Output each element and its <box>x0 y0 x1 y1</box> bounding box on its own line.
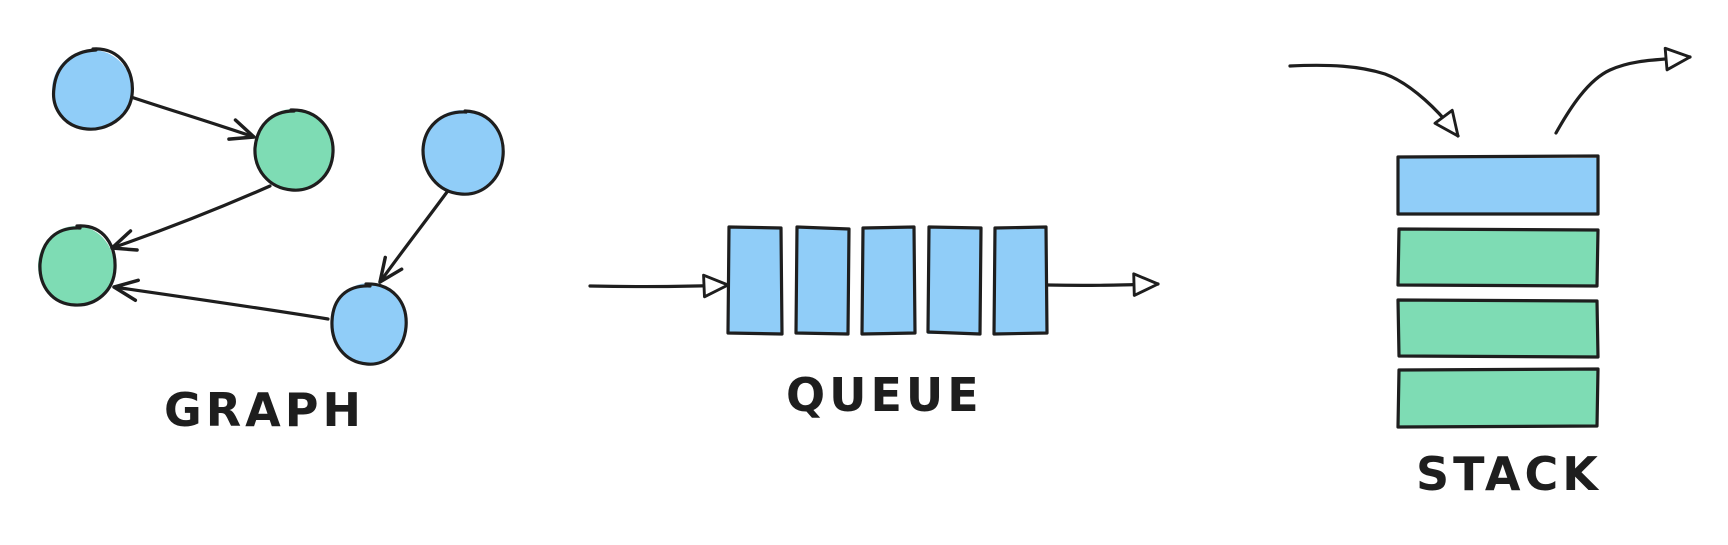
graph-node <box>421 109 505 196</box>
queue-cell <box>726 225 784 336</box>
graph-label: GRAPH <box>164 383 365 437</box>
queue-label: QUEUE <box>786 368 983 422</box>
stack-layer <box>1396 367 1600 429</box>
queue-output-arrow <box>1046 272 1160 297</box>
graph-edge <box>378 190 449 284</box>
stack-label: STACK <box>1416 447 1602 501</box>
stack-layer <box>1396 154 1600 216</box>
stack-pop-arrow <box>1554 46 1692 135</box>
queue-diagram: QUEUE <box>588 225 1160 422</box>
stack-diagram: STACK <box>1288 46 1692 501</box>
graph-diagram: GRAPH <box>38 47 505 437</box>
queue-cell <box>794 225 851 336</box>
queue-cell <box>860 225 917 336</box>
graph-nodes <box>38 47 505 366</box>
graph-node <box>38 224 117 307</box>
graph-edge <box>110 184 272 252</box>
graph-edge <box>129 95 256 141</box>
queue-input-arrow <box>588 273 730 299</box>
graph-node <box>51 47 134 131</box>
stack-push-arrow <box>1288 63 1460 138</box>
queue-cells <box>726 225 1049 336</box>
graph-edges <box>110 95 449 321</box>
queue-cell <box>926 225 983 336</box>
queue-cell <box>992 225 1049 336</box>
graph-node <box>253 108 335 192</box>
graph-node <box>330 282 408 366</box>
graph-edge <box>112 278 330 321</box>
stack-layer <box>1396 227 1600 288</box>
stack-layers <box>1396 154 1600 429</box>
stack-layer <box>1396 298 1600 359</box>
